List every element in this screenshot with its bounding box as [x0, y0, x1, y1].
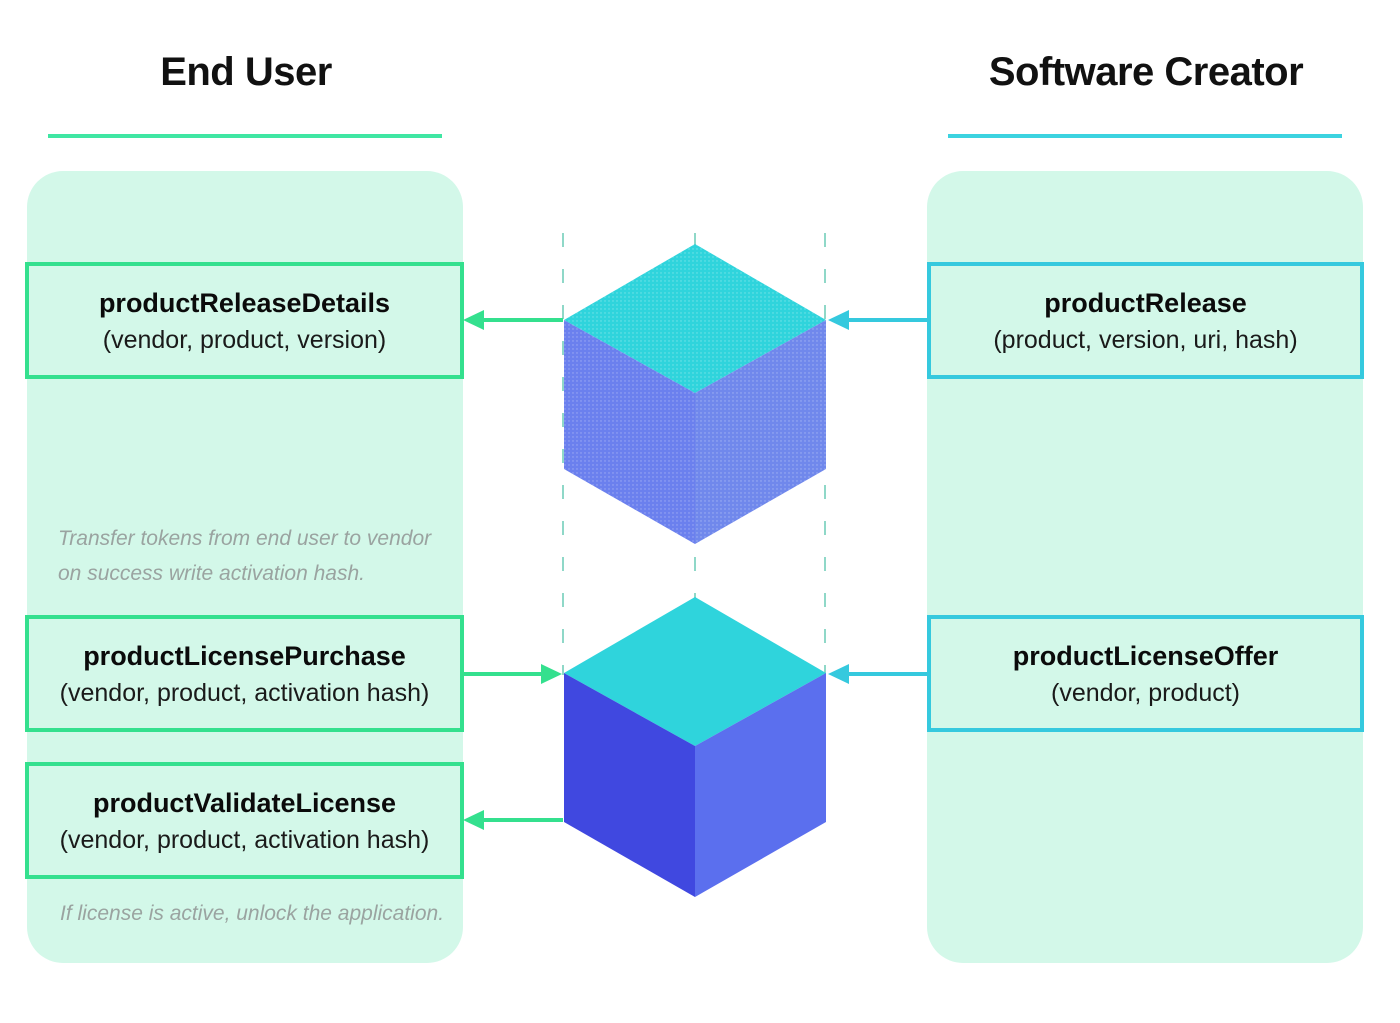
arrow-to-release-details — [463, 310, 563, 330]
product-license-purchase-name: productLicensePurchase — [83, 640, 406, 671]
software-creator-underline — [948, 134, 1342, 138]
upper-cube — [564, 244, 826, 544]
product-release-details-box: productReleaseDetails (vendor, product, … — [25, 262, 464, 379]
arrow-to-validate-license — [463, 810, 563, 830]
lower-cube — [564, 597, 826, 897]
arrow-from-product-release — [828, 310, 927, 330]
lower-cube-right-face — [695, 673, 826, 897]
product-license-offer-name: productLicenseOffer — [1012, 640, 1279, 671]
software-creator-heading: Software Creator — [988, 50, 1304, 94]
arrow-from-license-purchase — [463, 664, 562, 684]
product-release-details-name: productReleaseDetails — [98, 287, 391, 318]
product-release-name: productRelease — [1044, 287, 1247, 318]
purchase-note-line-1: Transfer tokens from end user to vendor — [58, 527, 432, 550]
product-release-box: productRelease (product, version, uri, h… — [927, 262, 1364, 379]
product-license-offer-box: productLicenseOffer (vendor, product) — [927, 615, 1364, 732]
product-validate-license-args: (vendor, product, activation hash) — [59, 825, 430, 854]
purchase-note-line-2: on success write activation hash. — [58, 562, 365, 585]
validate-note: If license is active, unlock the applica… — [60, 902, 445, 925]
product-license-purchase-args: (vendor, product, activation hash) — [59, 678, 430, 707]
end-user-underline — [48, 134, 442, 138]
product-release-args: (product, version, uri, hash) — [993, 325, 1298, 354]
product-validate-license-box: productValidateLicense (vendor, product,… — [25, 762, 464, 879]
purchase-note: Transfer tokens from end user to vendor … — [58, 521, 458, 591]
product-release-details-args: (vendor, product, version) — [102, 325, 387, 354]
product-validate-license-name: productValidateLicense — [92, 787, 397, 818]
arrow-from-license-offer — [828, 664, 927, 684]
product-license-offer-args: (vendor, product) — [1051, 678, 1240, 707]
lower-cube-left-face — [564, 673, 695, 897]
product-license-purchase-box: productLicensePurchase (vendor, product,… — [25, 615, 464, 732]
end-user-heading: End User — [160, 50, 332, 94]
lower-cube-top-face — [564, 597, 826, 746]
